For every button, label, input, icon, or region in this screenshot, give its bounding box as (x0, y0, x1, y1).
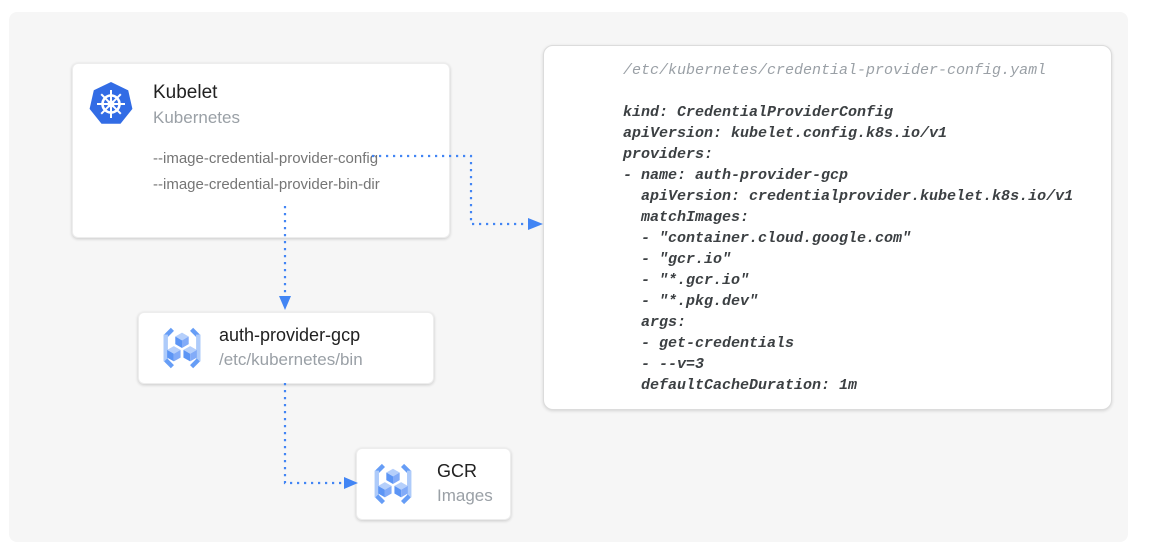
code-line: matchImages: (623, 209, 750, 226)
gcr-title: GCR (437, 461, 477, 481)
kubelet-flags: --image-credential-provider-config --ima… (153, 146, 380, 198)
node-kubelet: Kubelet Kubernetes --image-credential-pr… (72, 63, 450, 238)
code-line: defaultCacheDuration: 1m (623, 377, 858, 394)
code-line: - "gcr.io" (623, 251, 732, 268)
gcr-subtitle: Images (437, 486, 493, 505)
code-line: apiVersion: credentialprovider.kubelet.k… (623, 188, 1074, 205)
node-gcr: GCR Images (356, 448, 511, 520)
kubelet-subtitle: Kubernetes (153, 108, 240, 127)
flag-image-credential-provider-config: --image-credential-provider-config (153, 150, 379, 167)
code-line: apiVersion: kubelet.config.k8s.io/v1 (623, 125, 948, 142)
code-line: - "*.gcr.io" (623, 272, 750, 289)
node-auth-provider-gcp: auth-provider-gcp /etc/kubernetes/bin (138, 312, 434, 384)
code-line: - get-credentials (623, 335, 795, 352)
auth-provider-subtitle: /etc/kubernetes/bin (219, 350, 363, 369)
code-filename: /etc/kubernetes/credential-provider-conf… (623, 62, 1047, 79)
code-yaml-content: kind: CredentialProviderConfig apiVersio… (623, 102, 1073, 396)
gcr-cubes-icon (370, 463, 416, 505)
code-line: kind: CredentialProviderConfig (623, 104, 894, 121)
auth-provider-title: auth-provider-gcp (219, 325, 361, 345)
code-line: - "container.cloud.google.com" (623, 230, 912, 247)
flag-image-credential-provider-bin-dir: --image-credential-provider-bin-dir (153, 176, 380, 193)
kubelet-title: Kubelet (153, 82, 218, 103)
code-line: providers: (623, 146, 714, 163)
kubernetes-helm-icon (87, 80, 135, 128)
code-panel: /etc/kubernetes/credential-provider-conf… (543, 45, 1112, 410)
code-line: args: (623, 314, 687, 331)
gcr-cubes-icon (159, 326, 205, 370)
code-line: - "*.pkg.dev" (623, 293, 759, 310)
code-line: - --v=3 (623, 356, 705, 373)
code-line: - name: auth-provider-gcp (623, 167, 849, 184)
